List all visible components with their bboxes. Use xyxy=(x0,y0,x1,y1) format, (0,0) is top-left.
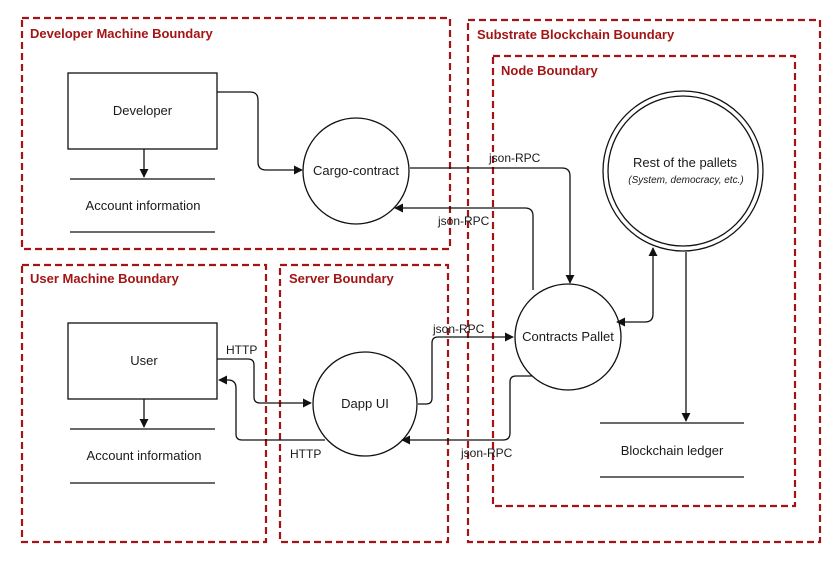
blockchain-ledger-label: Blockchain ledger xyxy=(621,443,724,458)
developer-label: Developer xyxy=(113,103,173,118)
contracts-pallet-process[interactable]: Contracts Pallet xyxy=(514,283,622,391)
cargo-to-contracts-flow xyxy=(410,167,575,284)
user-machine-boundary-label: User Machine Boundary xyxy=(30,271,180,286)
rest-of-pallets-sublabel: (System, democracy, etc.) xyxy=(628,175,743,186)
contracts-to-dapp-label: json-RPC xyxy=(460,446,513,460)
user-account-store[interactable]: Account information xyxy=(70,428,215,484)
blockchain-ledger-store[interactable]: Blockchain ledger xyxy=(600,422,744,478)
developer-account-label: Account information xyxy=(86,198,201,213)
cargo-contract-label: Cargo-contract xyxy=(313,163,399,178)
user-account-label: Account information xyxy=(87,448,202,463)
developer-machine-boundary: Developer Machine Boundary xyxy=(20,16,452,251)
cargo-contract-process[interactable]: Cargo-contract xyxy=(302,117,410,225)
developer-machine-boundary-label: Developer Machine Boundary xyxy=(30,26,214,41)
user-machine-boundary: User Machine Boundary xyxy=(20,263,268,544)
contracts-to-cargo-flow xyxy=(394,203,534,290)
developer-account-store[interactable]: Account information xyxy=(70,178,215,233)
dapp-to-user-label: HTTP xyxy=(290,447,321,461)
dapp-to-contracts-label: json-RPC xyxy=(432,322,485,336)
developer-entity[interactable]: Developer xyxy=(67,72,218,150)
substrate-blockchain-boundary: Substrate Blockchain Boundary xyxy=(466,18,822,544)
cargo-to-contracts-label: json-RPC xyxy=(488,151,541,165)
dapp-to-contracts-flow xyxy=(418,332,514,405)
server-boundary-label: Server Boundary xyxy=(289,271,395,286)
node-boundary: Node Boundary xyxy=(491,54,797,508)
contracts-to-dapp-flow xyxy=(401,375,532,445)
dapp-ui-label: Dapp UI xyxy=(341,396,389,411)
rest-of-pallets-label: Rest of the pallets xyxy=(633,155,738,170)
developer-to-cargo-flow xyxy=(217,91,303,175)
substrate-blockchain-boundary-label: Substrate Blockchain Boundary xyxy=(477,27,675,42)
dapp-ui-process[interactable]: Dapp UI xyxy=(312,351,418,457)
user-label: User xyxy=(130,353,158,368)
rest-of-pallets-process[interactable]: Rest of the pallets (System, democracy, … xyxy=(602,90,764,252)
dapp-to-user-flow xyxy=(218,375,325,441)
contracts-pallet-label: Contracts Pallet xyxy=(522,329,614,344)
contracts-to-pallets-flow xyxy=(616,247,658,327)
user-to-dapp-label: HTTP xyxy=(226,343,257,357)
node-boundary-label: Node Boundary xyxy=(501,63,599,78)
user-to-dapp-flow xyxy=(217,358,312,408)
contracts-to-cargo-label: json-RPC xyxy=(437,214,490,228)
user-entity[interactable]: User xyxy=(67,322,218,400)
